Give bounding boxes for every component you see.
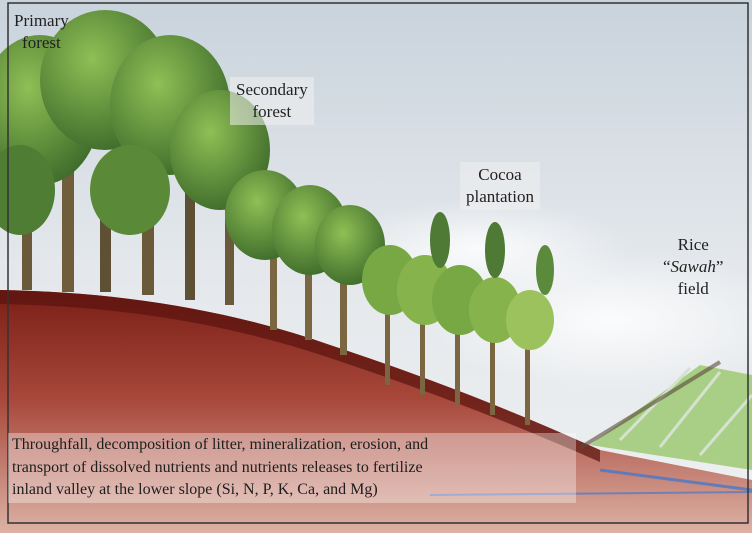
sawah-term: Sawah (671, 257, 716, 276)
label-line: Cocoa (478, 165, 521, 184)
label-line: Primary (14, 11, 69, 30)
close-quote: ” (716, 257, 724, 276)
label-line: Rice (678, 235, 709, 254)
label-line: plantation (466, 187, 534, 206)
caption-line: Throughfall, decomposition of litter, mi… (12, 434, 572, 457)
open-quote: “ (663, 257, 671, 276)
label-line: Secondary (236, 80, 308, 99)
label-line: forest (253, 102, 292, 121)
label-rice-field: Rice “Sawah” field (663, 234, 723, 300)
label-primary-forest: Primary forest (14, 10, 69, 54)
label-line: forest (22, 33, 61, 52)
caption-line: transport of dissolved nutrients and nut… (12, 457, 572, 480)
caption-line: inland valley at the lower slope (Si, N,… (12, 479, 572, 502)
label-line: field (678, 279, 709, 298)
label-cocoa-plantation: Cocoa plantation (460, 162, 540, 210)
nutrient-caption: Throughfall, decomposition of litter, mi… (8, 433, 576, 503)
label-line: “Sawah” (663, 257, 723, 276)
label-secondary-forest: Secondary forest (230, 77, 314, 125)
